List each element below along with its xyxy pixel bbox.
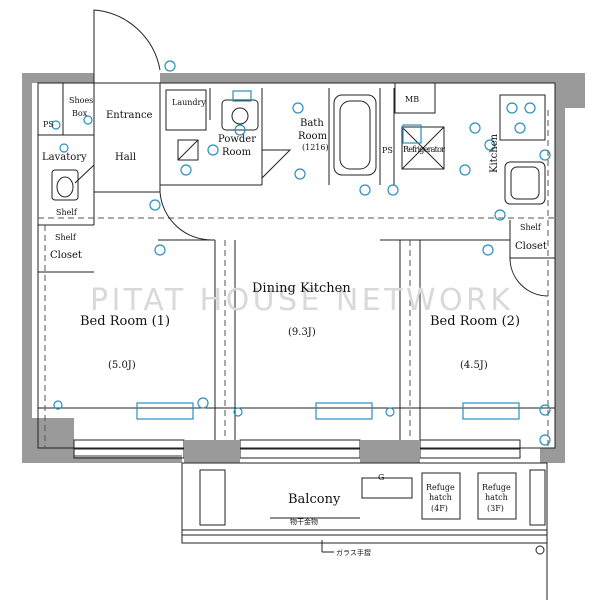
bath-room-label-1: Bath bbox=[300, 118, 324, 129]
refuge-hatch-3f-line-3: (3F) bbox=[487, 504, 504, 513]
glass-handrail-label: ガラス手摺 bbox=[336, 548, 371, 557]
shoes-box-label-1: Shoes bbox=[69, 96, 93, 105]
ps-left-label: PS bbox=[43, 120, 54, 129]
refuge-hatch-4f-line-3: (4F) bbox=[431, 504, 448, 513]
interior-walls bbox=[37, 82, 556, 449]
powder-mirror bbox=[177, 139, 199, 161]
toilet bbox=[51, 169, 79, 201]
gas-meter-label: G bbox=[378, 473, 384, 482]
refuge-hatch-3f-line-1: Refuge bbox=[482, 483, 511, 492]
bed-room-2-label: Bed Room (2) bbox=[430, 314, 520, 329]
shelf-closet-a-label: Shelf bbox=[55, 233, 77, 242]
mb-label: MB bbox=[405, 95, 419, 104]
closet-a-label: Closet bbox=[50, 250, 82, 261]
dining-kitchen-size: (9.3J) bbox=[288, 327, 316, 338]
refuge-hatch-3f-line-2: hatch bbox=[485, 493, 508, 502]
refrigerator-label: Refrigerator bbox=[403, 145, 445, 154]
bathtub bbox=[333, 94, 377, 176]
refuge-hatch-4f-line-1: Refuge bbox=[426, 483, 455, 492]
entrance-label: Entrance bbox=[106, 110, 153, 121]
washbasin bbox=[221, 99, 259, 131]
dining-kitchen-label: Dining Kitchen bbox=[252, 281, 351, 296]
outer-walls bbox=[22, 73, 585, 463]
shoes-box-label-2: Box bbox=[72, 109, 88, 118]
watermark: PITAT HOUSE NETWORK bbox=[90, 283, 511, 318]
refrigerator-space bbox=[401, 126, 445, 170]
dashed-lines bbox=[38, 110, 555, 448]
bath-size-label: (1216) bbox=[302, 143, 329, 152]
stove bbox=[499, 94, 546, 141]
bed-room-1-label: Bed Room (1) bbox=[80, 314, 170, 329]
room-labels: PS Shoes Box Entrance Hall Lavatory Shel… bbox=[42, 95, 547, 557]
hall-label: Hall bbox=[115, 152, 136, 163]
shelf-lavatory-label: Shelf bbox=[56, 208, 78, 217]
shelf-closet-b-label: Shelf bbox=[520, 223, 542, 232]
kitchen-label: Kitchen bbox=[489, 133, 500, 173]
closet-b-label: Closet bbox=[515, 241, 547, 252]
ps-mid-label: PS bbox=[382, 146, 393, 155]
powder-room-label-2: Room bbox=[222, 147, 252, 158]
powder-room-label-1: Powder bbox=[218, 134, 256, 145]
windows bbox=[73, 439, 521, 463]
laundry-pan bbox=[165, 89, 207, 131]
door-swings bbox=[74, 9, 549, 297]
equipment-symbols bbox=[51, 60, 551, 446]
refuge-hatch-4f-line-2: hatch bbox=[429, 493, 452, 502]
bed-room-1-size: (5.0J) bbox=[108, 360, 136, 371]
laundry-label: Laundry bbox=[172, 98, 206, 107]
balcony-label: Balcony bbox=[288, 492, 341, 507]
bath-room-label-2: Room bbox=[298, 131, 328, 142]
balcony-area bbox=[181, 462, 548, 600]
drying-hardware-label: 物干金物 bbox=[290, 517, 318, 526]
lavatory-label: Lavatory bbox=[42, 152, 87, 163]
kitchen-sink bbox=[504, 161, 546, 205]
bed-room-2-size: (4.5J) bbox=[460, 360, 488, 371]
